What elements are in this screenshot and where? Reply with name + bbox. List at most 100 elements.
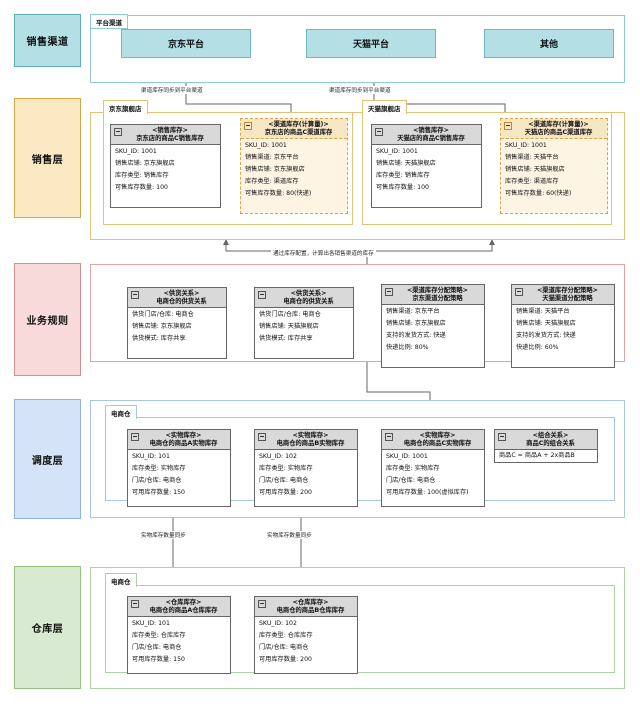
card-row: 库存类型: 仓库库存 [132, 631, 186, 639]
edge-label-phys-sync-a: 实物库存数量同步 [139, 531, 188, 539]
card-row: 销售店铺: 天猫旗舰店 [376, 159, 436, 167]
card-row: SKU_ID: 102 [259, 619, 297, 627]
card-row: 库存类型: 实物库存 [386, 464, 440, 472]
card-row: 供货模式: 库存共享 [132, 334, 186, 342]
card-header: <仓库库存> 电商仓的商品B仓库库存 [255, 597, 357, 618]
card-row: SKU_ID: 1001 [115, 147, 157, 155]
card-warehouse-stock-a[interactable]: <仓库库存> 电商仓的商品A仓库库存 SKU_ID: 101 库存类型: 仓库库… [127, 596, 231, 674]
edge-label-calc-rule: 通过库存配置，计算出各销售渠道的库存 [271, 249, 376, 257]
card-row: 库存类型: 销售库存 [376, 171, 430, 179]
card-row: SKU_ID: 1001 [505, 141, 547, 149]
card-header: <供货关系> 电商仓的供货关系 [128, 288, 226, 309]
chip-jd-platform[interactable]: 京东平台 [121, 29, 251, 58]
collapse-icon[interactable] [258, 291, 266, 299]
card-rows: SKU_ID: 101 库存类型: 实物库存 门店/仓库: 电商仓 可用库存数量… [128, 450, 230, 499]
card-row: 门店/仓库: 电商仓 [259, 476, 309, 484]
card-row: 销售店铺: 京东旗舰店 [132, 322, 192, 330]
card-tmall-sale-stock[interactable]: <销售库存> 天猫店的商品C销售库存 SKU_ID: 1001 销售店铺: 天猫… [371, 124, 482, 208]
collapse-icon[interactable] [131, 433, 139, 441]
group-tab-jd-flagship: 京东旗舰店 [103, 100, 148, 114]
card-row: 门店/仓库: 电商仓 [259, 643, 309, 651]
card-stereotype: <渠道库存分配策略> [407, 287, 468, 294]
card-title: 电商仓的商品B实物库存 [276, 439, 345, 447]
card-header: <渠道库存分配策略> 京东渠道分配策略 [382, 285, 484, 306]
card-title: 电商仓的商品B仓库库存 [276, 606, 345, 614]
card-title: 商品C的组合关系 [526, 439, 575, 447]
card-row: 库存类型: 销售库存 [115, 171, 169, 179]
lane-label-dispatch: 调度层 [14, 399, 81, 519]
card-warehouse-stock-b[interactable]: <仓库库存> 电商仓的商品B仓库库存 SKU_ID: 102 库存类型: 仓库库… [254, 596, 358, 674]
card-physical-stock-a[interactable]: <实物库存> 电商仓的商品A实物库存 SKU_ID: 101 库存类型: 实物库… [127, 429, 231, 507]
card-row: 快递比例: 60% [516, 343, 559, 351]
card-row: SKU_ID: 1001 [386, 452, 428, 460]
collapse-icon[interactable] [114, 128, 122, 136]
card-rows: 供货门店/仓库: 电商仓 销售店铺: 天猫旗舰店 供货模式: 库存共享 [255, 308, 353, 345]
card-row: 支持的发货方式: 快递 [516, 331, 576, 339]
card-supply-relation-tmall[interactable]: <供货关系> 电商仓的供货关系 供货门店/仓库: 电商仓 销售店铺: 天猫旗舰店… [254, 287, 354, 359]
card-title: 天猫店的商品C渠道库存 [524, 128, 593, 136]
card-title: 电商仓的商品A实物库存 [149, 439, 218, 447]
card-header: <仓库库存> 电商仓的商品A仓库库存 [128, 597, 230, 618]
card-alloc-strategy-jd[interactable]: <渠道库存分配策略> 京东渠道分配策略 销售渠道: 京东平台 销售店铺: 京东旗… [381, 284, 485, 368]
card-row: 库存类型: 渠道库存 [245, 177, 299, 185]
collapse-icon[interactable] [385, 288, 393, 296]
card-rows: SKU_ID: 1001 销售店铺: 京东旗舰店 库存类型: 销售库存 可售库存… [111, 145, 220, 194]
card-row: 销售渠道: 京东平台 [386, 307, 440, 315]
collapse-icon[interactable] [258, 600, 266, 608]
card-rows: SKU_ID: 1001 库存类型: 实物库存 门店/仓库: 电商仓 可用库存数… [382, 450, 484, 499]
card-row: 销售渠道: 天猫平台 [505, 153, 559, 161]
card-stereotype: <组合关系> [532, 432, 569, 439]
card-alloc-strategy-tmall[interactable]: <渠道库存分配策略> 天猫渠道分配策略 销售渠道: 天猫平台 销售店铺: 天猫旗… [511, 284, 615, 368]
collapse-icon[interactable] [385, 433, 393, 441]
card-row: 门店/仓库: 电商仓 [386, 476, 436, 484]
card-row: 库存类型: 实物库存 [259, 464, 313, 472]
collapse-icon[interactable] [498, 433, 506, 441]
card-jd-channel-stock[interactable]: <渠道库存(计算量)> 京东店的商品C渠道库存 SKU_ID: 1001 销售渠… [240, 118, 348, 214]
card-rows: 供货门店/仓库: 电商仓 销售店铺: 京东旗舰店 供货模式: 库存共享 [128, 308, 226, 345]
card-physical-stock-b[interactable]: <实物库存> 电商仓的商品B实物库存 SKU_ID: 102 库存类型: 实物库… [254, 429, 358, 507]
collapse-icon[interactable] [131, 600, 139, 608]
card-combo-relation-c[interactable]: <组合关系> 商品C的组合关系 商品C = 商品A + 2x商品B [494, 429, 598, 463]
card-supply-relation-jd[interactable]: <供货关系> 电商仓的供货关系 供货门店/仓库: 电商仓 销售店铺: 京东旗舰店… [127, 287, 227, 359]
card-row: 库存类型: 实物库存 [132, 464, 186, 472]
card-header: <渠道库存(计算量)> 京东店的商品C渠道库存 [241, 119, 347, 140]
group-dispatch-ecom-warehouse: 电商仓 [105, 405, 615, 501]
card-stereotype: <渠道库存(计算量)> [528, 121, 589, 128]
card-rows: SKU_ID: 102 库存类型: 实物库存 门店/仓库: 电商仓 可用库存数量… [255, 450, 357, 499]
card-row: 可售库存数量: 60(快递) [505, 189, 572, 197]
card-title: 京东店的商品C渠道库存 [264, 128, 333, 136]
card-stereotype: <渠道库存分配策略> [537, 287, 598, 294]
card-title: 电商仓的商品C实物库存 [403, 439, 472, 447]
chip-tmall-platform[interactable]: 天猫平台 [306, 29, 436, 58]
collapse-icon[interactable] [504, 122, 512, 130]
group-tab-tmall-flagship: 天猫旗舰店 [362, 100, 407, 114]
card-header: <实物库存> 电商仓的商品A实物库存 [128, 430, 230, 451]
chip-other-platform[interactable]: 其他 [484, 29, 614, 58]
lane-label-warehouse: 仓库层 [14, 566, 81, 689]
card-stereotype: <仓库库存> [165, 599, 202, 606]
collapse-icon[interactable] [244, 122, 252, 130]
card-row: 供货门店/仓库: 电商仓 [132, 310, 194, 318]
card-row: 可用库存数量: 200 [259, 488, 312, 496]
card-stereotype: <销售库存> [413, 127, 449, 134]
card-row: 库存类型: 渠道库存 [505, 177, 559, 185]
card-rows: SKU_ID: 1001 销售渠道: 京东平台 销售店铺: 京东旗舰店 库存类型… [241, 139, 347, 200]
collapse-icon[interactable] [131, 291, 139, 299]
card-header: <供货关系> 电商仓的供货关系 [255, 288, 353, 309]
card-tmall-channel-stock[interactable]: <渠道库存(计算量)> 天猫店的商品C渠道库存 SKU_ID: 1001 销售渠… [500, 118, 608, 214]
card-header: <组合关系> 商品C的组合关系 [495, 430, 597, 451]
card-row: 门店/仓库: 电商仓 [132, 643, 182, 651]
card-row: 销售店铺: 京东旗舰店 [115, 159, 175, 167]
collapse-icon[interactable] [258, 433, 266, 441]
group-tab-dispatch-ecom-warehouse: 电商仓 [105, 405, 137, 419]
collapse-icon[interactable] [375, 128, 383, 136]
card-stereotype: <供货关系> [163, 290, 200, 297]
card-row: 供货门店/仓库: 电商仓 [259, 310, 321, 318]
card-row: SKU_ID: 102 [259, 452, 297, 460]
card-jd-sale-stock[interactable]: <销售库存> 京东店的商品C销售库存 SKU_ID: 1001 销售店铺: 京东… [110, 124, 221, 208]
card-row: 销售店铺: 京东旗舰店 [386, 319, 446, 327]
group-tmall-flagship: 天猫旗舰店 [362, 100, 612, 225]
card-row: 销售渠道: 京东平台 [245, 153, 299, 161]
collapse-icon[interactable] [515, 288, 523, 296]
card-physical-stock-c[interactable]: <实物库存> 电商仓的商品C实物库存 SKU_ID: 1001 库存类型: 实物… [381, 429, 485, 507]
